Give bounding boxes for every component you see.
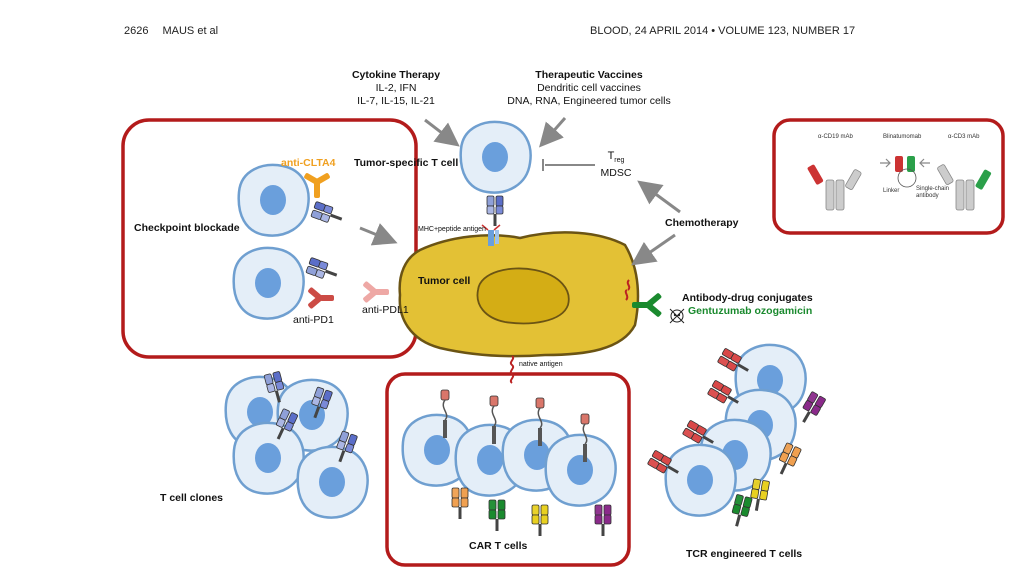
chemotherapy-label: Chemotherapy <box>665 217 739 229</box>
checkpoint-arrow <box>359 223 398 246</box>
cd3-mab-label: α-CD3 mAb <box>948 134 980 140</box>
tumor-specific-t-cell-label: Tumor-specific T cell <box>354 157 459 169</box>
tumor-specific-t-cell <box>459 120 532 194</box>
mdsc-label: MDSC <box>600 167 632 180</box>
treg-label: T <box>607 150 615 162</box>
tcr-receptor-icon <box>486 195 504 227</box>
tcr-icon <box>310 200 345 228</box>
car-t-cells-label: CAR T cells <box>469 540 528 552</box>
journal-citation: BLOOD, 24 APRIL 2014 • VOLUME 123, NUMBE… <box>590 25 856 37</box>
cytokine-line1: IL-2, IFN <box>375 82 417 94</box>
tcr-engineered-t-cells-label: TCR engineered T cells <box>686 548 803 560</box>
vaccine-line1: Dendritic cell vaccines <box>537 82 641 94</box>
adc-antigen-icon <box>624 279 631 301</box>
adc-drug-label: Gentuzumab ozogamicin <box>688 305 813 317</box>
linker-label: Linker <box>883 188 900 194</box>
inset-box <box>772 118 1005 235</box>
antibody-drug-conjugate-icon <box>632 293 662 317</box>
native-antigen-icon <box>509 355 515 384</box>
treg-subscript: reg <box>614 157 625 165</box>
treg-mdsc-block: Treg MDSC <box>594 150 638 180</box>
t-cell-clones <box>224 370 369 519</box>
blinatumomab-inset <box>807 156 992 211</box>
checkpoint-t-cell-1 <box>237 163 310 237</box>
vaccine-line2: DNA, RNA, Engineered tumor cells <box>507 95 671 107</box>
checkpoint-t-cell-2 <box>232 246 305 320</box>
vaccine-arrow <box>539 117 567 148</box>
cytokine-therapy-block: Cytokine Therapy IL-2, IFN IL-7, IL-15, … <box>332 69 460 108</box>
mhc-icon <box>488 230 494 246</box>
adc-title: Antibody-drug conjugates <box>682 292 813 304</box>
t-cell-clones-label: T cell clones <box>160 492 224 504</box>
car-t-box <box>385 372 631 567</box>
cd19-mab-label: α-CD19 mAb <box>818 134 853 140</box>
anti-ctla4-antibody-icon <box>304 173 330 198</box>
tcr-icon <box>451 487 469 520</box>
anti-pd1-antibody-icon <box>308 287 334 309</box>
chemo-tumor-arrow <box>631 233 676 266</box>
single-chain-label: Single-chain antibody <box>916 186 950 199</box>
car-t-cells <box>401 389 617 537</box>
authors: MAUS et al <box>162 25 219 37</box>
tumor-cell-label: Tumor cell <box>418 275 471 287</box>
anti-pdl1-label: anti-PDL1 <box>362 304 409 316</box>
tumor-nucleus <box>476 267 570 325</box>
tcr-engineered-t-cells <box>646 343 827 529</box>
vaccine-title: Therapeutic Vaccines <box>535 69 643 81</box>
therapeutic-vaccines-block: Therapeutic Vaccines Dendritic cell vacc… <box>498 69 680 108</box>
cytokine-line2: IL-7, IL-15, IL-21 <box>357 95 435 107</box>
anti-ctla4-label: anti-CLTA4 <box>281 157 336 169</box>
checkpoint-blockade-label: Checkpoint blockade <box>134 222 240 234</box>
checkpoint-blockade-box <box>121 118 418 359</box>
tcr-icon <box>305 256 340 284</box>
cytokine-title: Cytokine Therapy <box>351 69 441 81</box>
skull-icon <box>669 308 685 324</box>
chemo-treg-arrow <box>637 180 681 214</box>
page-number: 2626 <box>124 25 149 37</box>
page-header-left: 2626 MAUS et al <box>124 25 218 37</box>
cytokine-arrow <box>424 118 460 147</box>
native-antigen-label: native antigen <box>519 361 563 368</box>
anti-pd1-label: anti-PD1 <box>293 314 334 326</box>
mhc-peptide-label: MHC+peptide antigen <box>418 226 486 233</box>
blinatumomab-label: Blinatumomab <box>883 134 922 140</box>
anti-pdl1-antibody-icon <box>363 281 389 303</box>
